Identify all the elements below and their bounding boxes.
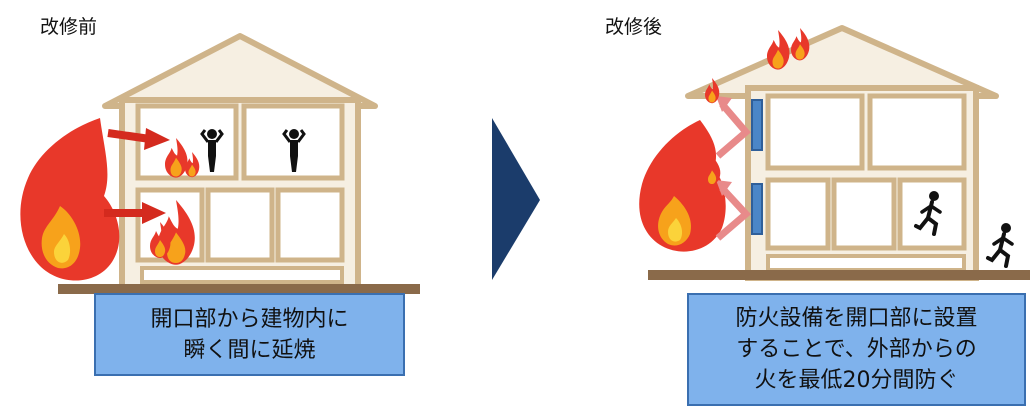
flame-outside-before <box>20 118 120 281</box>
room-after-1 <box>765 93 865 171</box>
caption-before-line-2: 瞬く間に延焼 <box>183 337 316 363</box>
flame-roof-after-2 <box>791 28 810 61</box>
ground-after <box>648 270 1030 280</box>
person-running-outside <box>986 221 1014 268</box>
house-after <box>648 25 1030 281</box>
caption-before: 開口部から建物内に 瞬く間に延焼 <box>94 293 405 376</box>
transition-chevron <box>492 118 540 280</box>
room-before-5 <box>275 187 345 263</box>
arrow-deflect-upper <box>715 96 751 159</box>
flame-outside-after <box>639 120 726 252</box>
arrow-before-lower <box>104 202 166 224</box>
caption-after-line-1: 防火設備を開口部に設置 <box>735 306 978 331</box>
fire-shutter-upper <box>751 99 763 151</box>
room-before-4 <box>205 187 275 263</box>
ground-before <box>58 284 420 294</box>
foundation-before <box>140 266 344 284</box>
room-after-5 <box>897 177 967 251</box>
caption-after: 防火設備を開口部に設置 することで、外部からの 火を最低20分間防ぐ <box>687 293 1026 406</box>
arrow-deflect-lower <box>715 180 752 241</box>
fire-shutter-lower <box>751 183 763 235</box>
after-title: 改修後 <box>605 16 663 38</box>
flame-roof-after <box>767 30 790 70</box>
arrow-before-upper <box>107 128 170 150</box>
room-after-4 <box>831 177 897 251</box>
before-title: 改修前 <box>40 16 98 38</box>
foundation-after <box>766 254 966 272</box>
caption-after-line-3: 火を最低20分間防ぐ <box>754 368 959 393</box>
caption-after-line-2: することで、外部からの <box>736 337 977 362</box>
room-after-2 <box>867 93 967 171</box>
roof-before <box>102 33 378 109</box>
room-after-3 <box>765 177 831 251</box>
caption-before-line-1: 開口部から建物内に <box>150 306 349 332</box>
